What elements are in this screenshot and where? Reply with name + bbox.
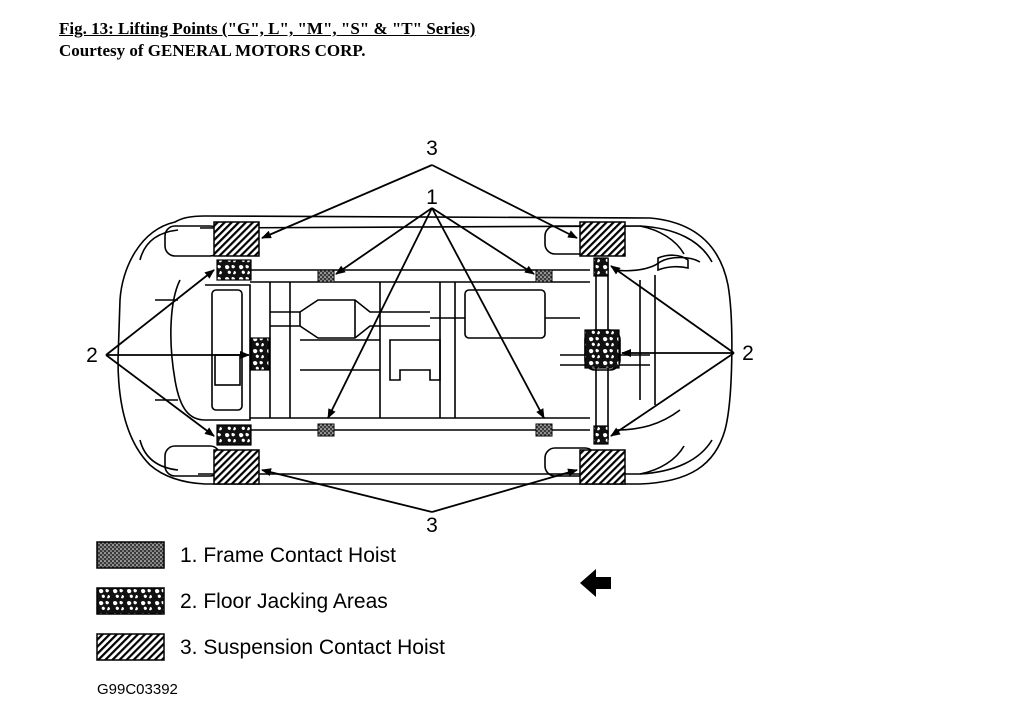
frame-contact-front-right	[317, 423, 335, 437]
arrow-left-icon	[580, 569, 611, 597]
jacking-area-front-center	[250, 337, 270, 371]
figure-title: Fig. 13: Lifting Points ("G", L", "M", "…	[59, 19, 476, 38]
callout-2-right: 2	[742, 342, 754, 365]
jacking-area-rear-left	[593, 257, 609, 277]
legend-label-floor-jacking: 2. Floor Jacking Areas	[180, 590, 388, 613]
frame-contact-points	[317, 269, 553, 437]
suspension-pad-rear-left	[579, 221, 626, 257]
vehicle-outline	[117, 215, 733, 485]
suspension-contact-pads	[213, 221, 626, 485]
legend-swatch-suspension-contact	[96, 633, 165, 661]
legend-label-suspension-contact: 3. Suspension Contact Hoist	[180, 636, 445, 659]
suspension-pad-front-right	[213, 449, 260, 485]
callout-1: 1	[426, 186, 438, 209]
suspension-pad-rear-right	[579, 449, 626, 485]
callout-3-bottom: 3	[426, 514, 438, 537]
jacking-area-rear-center	[584, 329, 620, 369]
figure-courtesy: Courtesy of GENERAL MOTORS CORP.	[59, 41, 366, 60]
figure-code: G99C03392	[97, 681, 178, 698]
frame-contact-rear-right	[535, 423, 553, 437]
legend-swatch-frame-contact	[96, 541, 165, 569]
callout-3-top: 3	[426, 137, 438, 160]
legend-label-frame-contact: 1. Frame Contact Hoist	[180, 544, 396, 567]
frame-contact-rear-left	[535, 269, 553, 283]
jacking-area-front-left	[216, 259, 252, 281]
legend: 1. Frame Contact Hoist 2. Floor Jacking …	[96, 541, 445, 661]
leader-lines	[105, 164, 735, 513]
jacking-area-rear-right	[593, 425, 609, 445]
legend-swatch-floor-jacking	[96, 587, 165, 615]
callout-2-left: 2	[86, 344, 98, 367]
suspension-pad-front-left	[213, 221, 260, 257]
jacking-area-front-right	[216, 424, 252, 446]
floor-jacking-areas	[216, 257, 620, 446]
frame-contact-front-left	[317, 269, 335, 283]
